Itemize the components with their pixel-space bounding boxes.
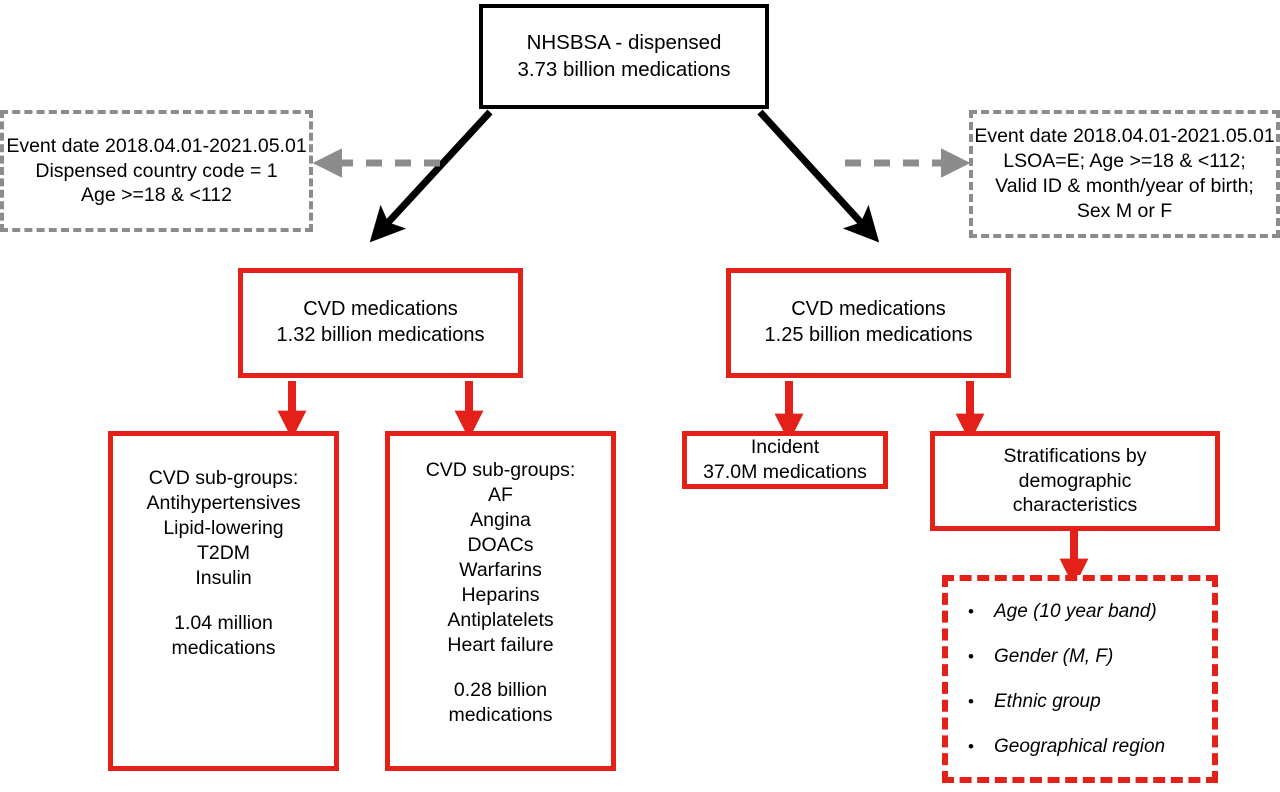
arrow-root-to-right-cvd	[757, 109, 880, 243]
demographic-label-gender: Gender (M, F)	[994, 645, 1114, 667]
node-root-nhsbsa[interactable]: NHSBSA - dispensed 3.73 billion medicati…	[479, 4, 769, 109]
right-filter-line-1: Event date 2018.04.01-2021.05.01	[974, 125, 1275, 148]
demographic-label-geographical-region: Geographical region	[994, 735, 1166, 757]
stratifications-line-2: demographic	[1018, 469, 1132, 492]
subgroups-left-item-3: Insulin	[195, 566, 252, 589]
cvd-left-line-2: 1.32 billion medications	[276, 324, 485, 346]
node-demographic-characteristics[interactable]: • Age (10 year band) • Gender (M, F) • E…	[942, 575, 1218, 783]
demographic-item-gender: • Gender (M, F)	[948, 646, 1212, 668]
subgroups-left-total-line-2: medications	[171, 637, 276, 660]
node-incident[interactable]: Incident 37.0M medications	[682, 431, 888, 489]
incident-line-1: Incident	[750, 436, 820, 459]
right-filter-line-3: Valid ID & month/year of birth;	[995, 175, 1254, 197]
subgroups-left-item-1: Lipid-lowering	[163, 516, 284, 539]
bullet-icon: •	[968, 602, 974, 621]
subgroups-left-item-0: Antihypertensives	[146, 491, 301, 514]
cvd-right-line-1: CVD medications	[791, 298, 946, 321]
demographic-item-age: • Age (10 year band)	[948, 601, 1212, 623]
right-filter-line-2: LSOA=E; Age >=18 & <112;	[1003, 150, 1246, 173]
subgroups-right-item-5: Antiplatelets	[447, 608, 554, 631]
node-cvd-medications-right[interactable]: CVD medications 1.25 billion medications	[726, 268, 1011, 378]
node-cvd-medications-left[interactable]: CVD medications 1.32 billion medications	[238, 268, 523, 378]
subgroups-right-item-6: Heart failure	[447, 633, 554, 656]
arrow-root-to-left-cvd	[369, 109, 493, 243]
left-filter-line-1: Event date 2018.04.01-2021.05.01	[6, 134, 307, 157]
subgroups-right-total-line-1: 0.28 billion	[453, 679, 548, 702]
subgroups-right-heading: CVD sub-groups:	[425, 459, 576, 481]
node-stratifications[interactable]: Stratifications by demographic character…	[930, 431, 1220, 531]
subgroups-right-item-2: DOACs	[467, 533, 534, 556]
left-filter-line-3: Age >=18 & <112	[81, 184, 232, 207]
node-cvd-subgroups-right[interactable]: CVD sub-groups: AF Angina DOACs Warfarin…	[385, 431, 616, 771]
demographic-item-geographical-region: • Geographical region	[948, 736, 1212, 758]
stratifications-line-1: Stratifications by	[1003, 444, 1147, 467]
left-filter-line-2: Dispensed country code = 1	[35, 159, 278, 182]
node-cvd-subgroups-left[interactable]: CVD sub-groups: Antihypertensives Lipid-…	[108, 431, 339, 771]
subgroups-right-item-3: Warfarins	[459, 558, 542, 581]
demographic-item-ethnic-group: • Ethnic group	[948, 691, 1212, 713]
subgroups-left-total-line-1: 1.04 million	[174, 612, 273, 635]
demographic-label-age: Age (10 year band)	[994, 600, 1157, 622]
bullet-icon: •	[968, 647, 974, 666]
stratifications-line-3: characteristics	[1012, 494, 1138, 517]
root-line-2: 3.73 billion medications	[517, 57, 731, 81]
cvd-left-line-1: CVD medications	[303, 298, 458, 321]
subgroups-right-item-1: Angina	[470, 508, 531, 531]
subgroups-left-item-2: T2DM	[196, 541, 251, 564]
incident-line-2: 37.0M medications	[703, 461, 867, 483]
node-left-filter-criteria[interactable]: Event date 2018.04.01-2021.05.01 Dispens…	[0, 110, 313, 232]
root-line-1: NHSBSA - dispensed	[526, 31, 722, 55]
bullet-icon: •	[968, 737, 974, 756]
subgroups-left-heading: CVD sub-groups:	[148, 467, 299, 489]
node-right-filter-criteria[interactable]: Event date 2018.04.01-2021.05.01 LSOA=E;…	[969, 110, 1280, 238]
subgroups-right-item-4: Heparins	[461, 583, 540, 606]
demographic-label-ethnic-group: Ethnic group	[994, 690, 1101, 712]
bullet-icon: •	[968, 692, 974, 711]
right-filter-line-4: Sex M or F	[1076, 199, 1173, 222]
subgroups-right-item-0: AF	[488, 483, 513, 506]
subgroups-right-total-line-2: medications	[448, 704, 553, 727]
cvd-right-line-2: 1.25 billion medications	[764, 324, 973, 346]
